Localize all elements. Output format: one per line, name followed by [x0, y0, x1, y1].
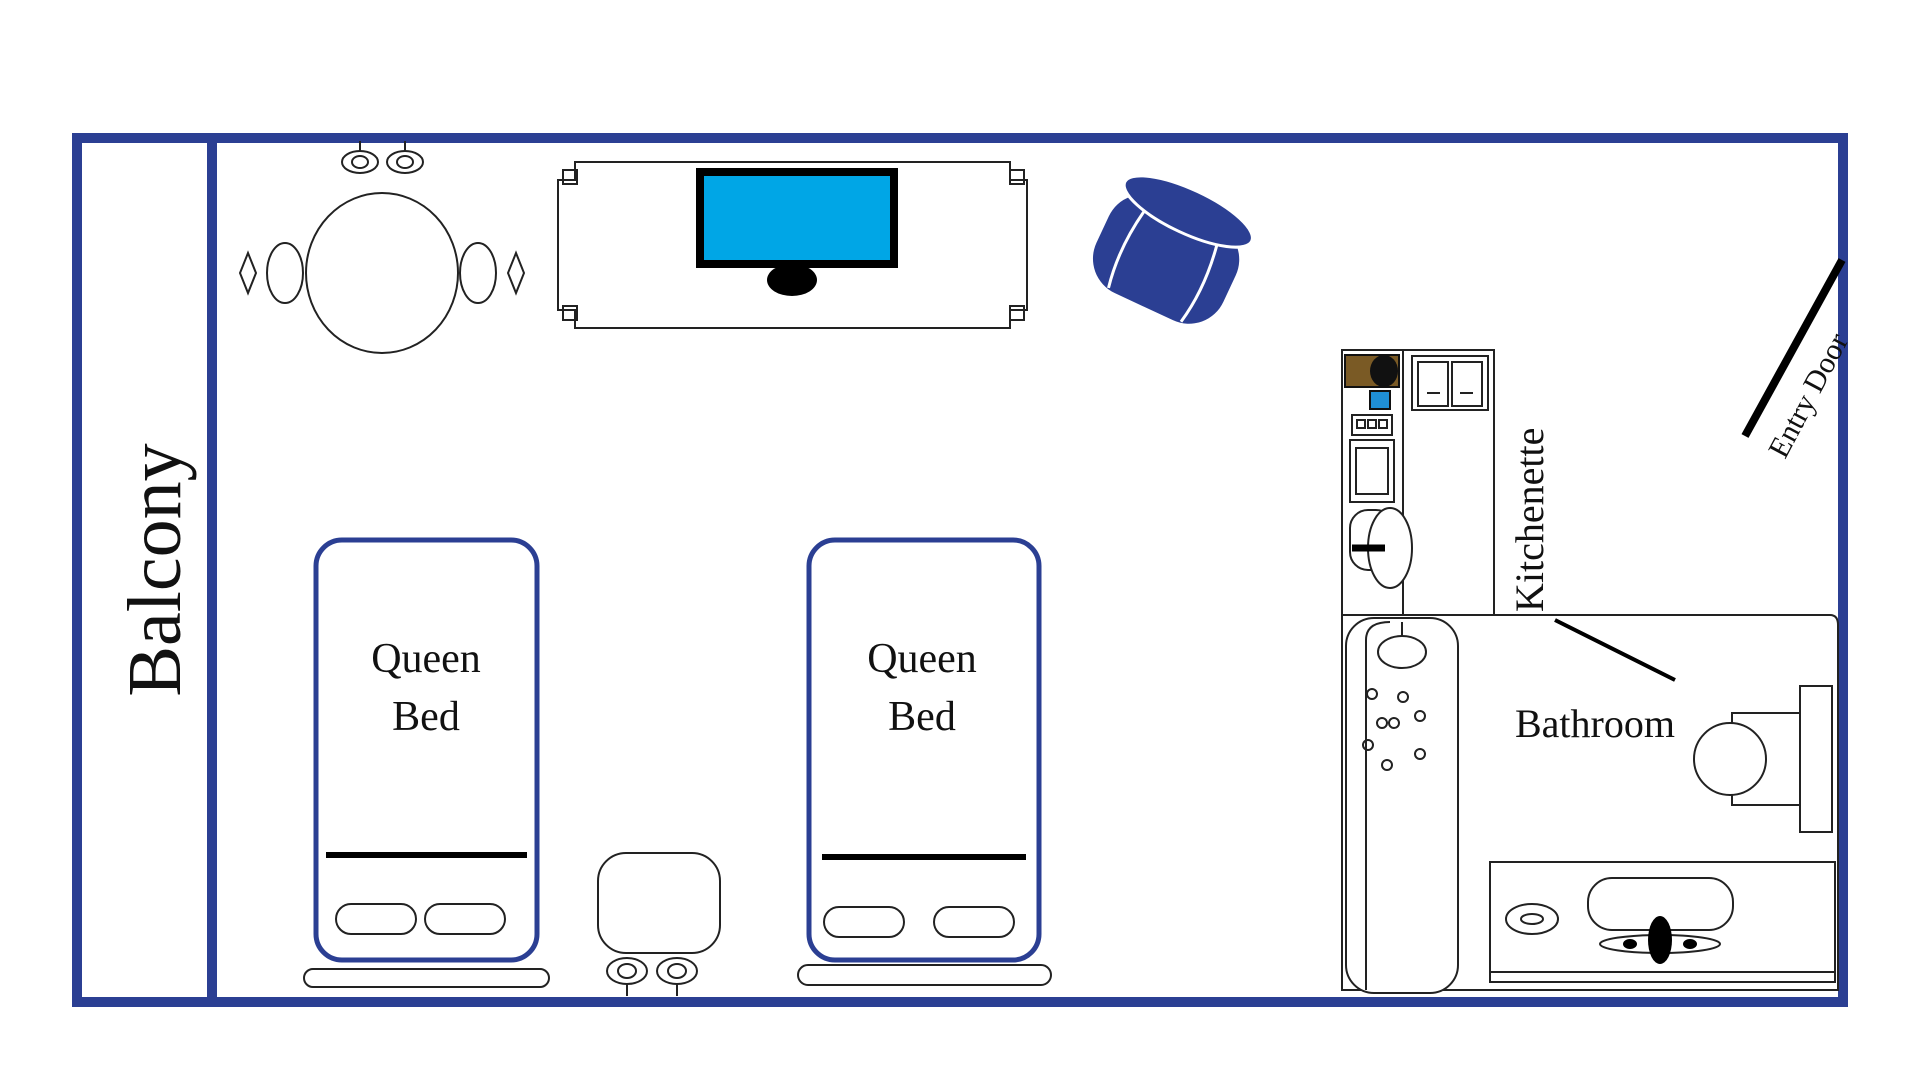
fridge-icon — [1344, 354, 1400, 410]
chair-icon — [459, 242, 497, 304]
chair-icon — [266, 242, 304, 304]
bed-2-label-line2: Bed — [888, 694, 956, 740]
pillow-icon — [424, 903, 506, 935]
pillow-icon — [335, 903, 417, 935]
dining-table-icon — [238, 141, 526, 354]
bed-base-icon — [303, 968, 550, 988]
queen-bed-1: Queen Bed — [303, 537, 550, 988]
room-outer-wall — [72, 133, 1848, 1007]
bathroom — [1341, 614, 1839, 994]
kitchenette-label: Kitchenette — [1507, 428, 1552, 612]
pillow-icon — [933, 906, 1015, 938]
kitchenette — [1341, 349, 1495, 616]
bed-2-label-line1: Queen — [867, 636, 977, 682]
tv-icon — [696, 168, 898, 296]
vanity-icon — [1489, 861, 1836, 983]
stove-icon — [1349, 414, 1395, 503]
bathroom-label: Bathroom — [1515, 701, 1675, 746]
door-swing-icon — [1741, 258, 1846, 438]
lamp-icon — [341, 141, 424, 174]
shower-icon — [1345, 617, 1459, 994]
balcony-label: Balcony — [113, 443, 197, 696]
bed-base-icon — [797, 964, 1052, 986]
cabinet-icon — [1411, 355, 1489, 411]
sink-icon — [1349, 507, 1413, 589]
armchair-icon — [1092, 174, 1254, 324]
bed-1-label-line2: Bed — [392, 694, 460, 740]
toilet-icon — [1693, 685, 1833, 833]
bed-1-label-line1: Queen — [371, 636, 481, 682]
nightstand-icon — [597, 852, 721, 996]
pillow-icon — [823, 906, 905, 938]
queen-bed-2: Queen Bed — [797, 537, 1052, 986]
